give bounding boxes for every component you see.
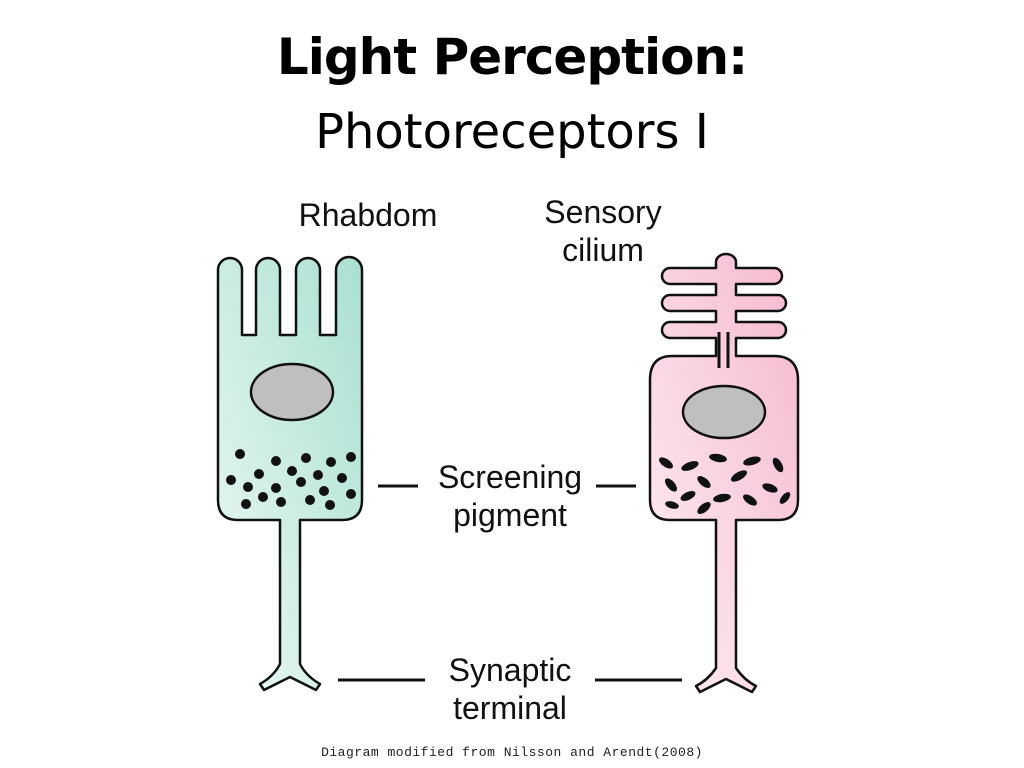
- ciliary-photoreceptor: [648, 252, 800, 694]
- sensory-cilium-label: Sensory cilium: [544, 194, 662, 268]
- slide-title: Light Perception:: [276, 28, 748, 86]
- ciliary-nucleus: [681, 384, 767, 440]
- screening-pigment-label: Screening pigment: [437, 459, 583, 533]
- leader-lines: [338, 484, 682, 682]
- rhabdom-label: Rhabdom: [298, 197, 438, 233]
- rhabdomeric-photoreceptor: [216, 255, 364, 692]
- ciliary-screening-pigment: [659, 453, 791, 514]
- source-caption: Diagram modified from Nilsson and Arendt…: [321, 745, 703, 760]
- ciliary-basal-body: [717, 332, 730, 368]
- rhabdomeric-nucleus: [249, 362, 335, 422]
- rhabdomeric-screening-pigment: [226, 449, 356, 510]
- ciliary-cell-body: [648, 252, 800, 694]
- synaptic-terminal-label: Synaptic terminal: [448, 652, 572, 726]
- slide-subtitle: Photoreceptors I: [315, 104, 709, 160]
